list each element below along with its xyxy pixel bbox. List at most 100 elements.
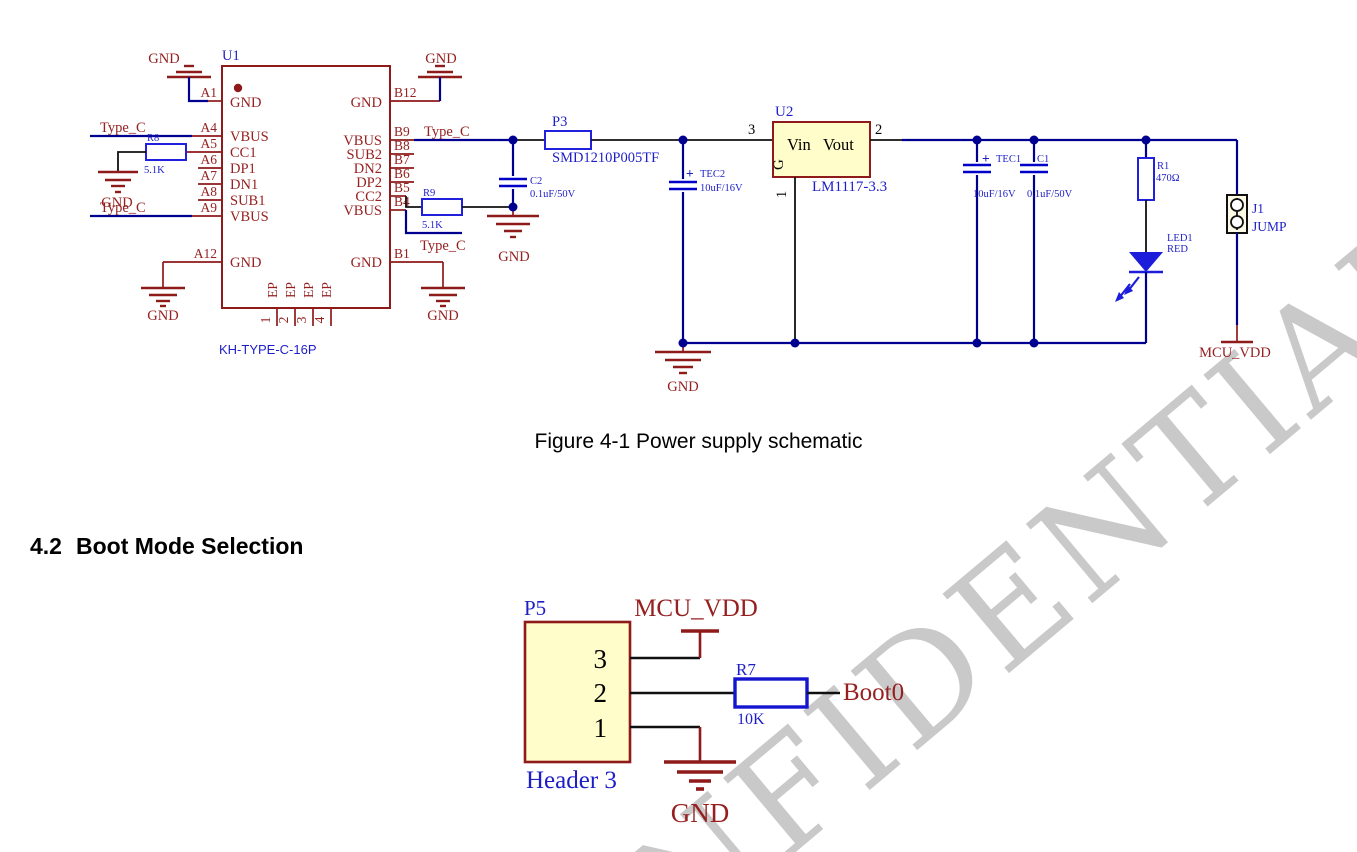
svg-text:GND: GND: [230, 255, 261, 271]
u1-right-pin-stubs: [390, 100, 443, 263]
gnd-power-port-b12: GND: [418, 51, 462, 101]
svg-text:5.1K: 5.1K: [144, 165, 165, 176]
svg-text:GND: GND: [425, 51, 456, 67]
svg-text:R1: R1: [1157, 161, 1169, 172]
gnd-power-port-a1: GND: [148, 51, 211, 103]
svg-text:B6: B6: [394, 166, 410, 181]
u1-right-pin-numbers: B12 B9 B8 B7 B6 B5 B4 B1: [394, 85, 417, 261]
svg-text:SUB1: SUB1: [230, 193, 265, 209]
u2-pin3-number: 3: [748, 122, 755, 138]
svg-text:P3: P3: [552, 114, 567, 130]
svg-text:Type_C: Type_C: [100, 120, 146, 136]
svg-text:3: 3: [594, 644, 608, 674]
svg-text:DN1: DN1: [230, 177, 258, 193]
svg-text:B9: B9: [394, 124, 410, 139]
junction-dots: [508, 135, 1151, 348]
type-c-net-b9: Type_C: [414, 124, 513, 142]
r9-resistor: R9 5.1K: [405, 188, 513, 231]
svg-text:1: 1: [258, 317, 273, 324]
svg-text:A8: A8: [201, 184, 218, 199]
svg-text:C1: C1: [1037, 154, 1049, 165]
svg-text:0.1uF/50V: 0.1uF/50V: [530, 189, 576, 200]
svg-text:5.1K: 5.1K: [422, 220, 443, 231]
u2-regulator: 3 U2 Vin Vout G LM1117-3.3 1 2: [748, 104, 902, 343]
svg-text:VBUS: VBUS: [343, 203, 382, 219]
svg-text:DP2: DP2: [356, 175, 382, 191]
svg-text:MCU_VDD: MCU_VDD: [1199, 345, 1271, 361]
svg-text:SMD1210P005TF: SMD1210P005TF: [552, 150, 659, 166]
u2-pin1-number: 1: [774, 191, 790, 198]
j1-pin-bottom: [1230, 215, 1244, 229]
boot-mcu-vdd-branch: MCU_VDD: [630, 595, 758, 660]
svg-text:CC2: CC2: [355, 189, 382, 205]
svg-text:4: 4: [312, 316, 327, 323]
svg-text:2: 2: [276, 317, 291, 324]
svg-text:GND: GND: [351, 95, 382, 111]
svg-text:GND: GND: [147, 308, 178, 324]
svg-text:EP: EP: [283, 282, 298, 298]
boot-gnd-branch: GND: [630, 725, 736, 828]
boot-mode-schematic: P5 3 2 1 Header 3 MCU_VDD R7 10K Boot0: [523, 595, 904, 828]
svg-text:R7: R7: [736, 660, 756, 679]
svg-text:GND: GND: [148, 51, 179, 67]
svg-text:VBUS: VBUS: [230, 209, 269, 225]
r7-resistor: R7 10K: [630, 660, 840, 728]
u1-left-pin-numbers: A1 A4 A5 A6 A7 A8 A9 A12: [194, 85, 217, 261]
svg-text:C2: C2: [530, 176, 542, 187]
u1-ep-pins: EP EP EP EP 1 2 3 4: [258, 282, 334, 326]
svg-text:GND: GND: [498, 249, 529, 265]
tec2-capacitor: + TEC2 10uF/16V: [669, 140, 743, 343]
svg-text:A1: A1: [201, 85, 218, 100]
svg-text:EP: EP: [301, 282, 316, 298]
u1-ref: U1: [222, 48, 240, 64]
gnd-earth-a12: GND: [141, 262, 185, 324]
u1-body: [221, 65, 391, 309]
svg-text:RED: RED: [1167, 244, 1188, 255]
u1-connector: U1 KH-TYPE-C-16P: [163, 48, 443, 357]
svg-text:Type_C: Type_C: [100, 200, 146, 216]
gnd-earth-rail: GND: [655, 343, 711, 395]
svg-text:A6: A6: [201, 152, 218, 167]
pin1-indicator-dot: [233, 83, 243, 93]
svg-text:DN2: DN2: [354, 161, 382, 177]
svg-text:EP: EP: [265, 282, 280, 298]
svg-text:GND: GND: [230, 95, 261, 111]
led-arrow-2: [1115, 292, 1124, 302]
gnd-earth-r8: GND: [98, 170, 138, 211]
u2-gnd-pin-label: G: [771, 159, 787, 170]
svg-text:CC1: CC1: [230, 145, 257, 161]
u2-pin2-number: 2: [875, 122, 882, 138]
figure-caption: Figure 4-1 Power supply schematic: [534, 430, 863, 453]
type-c-net-a4: Type_C: [90, 120, 192, 138]
svg-text:3: 3: [294, 316, 309, 323]
svg-text:J1: J1: [1252, 201, 1264, 216]
svg-text:A9: A9: [201, 200, 218, 215]
svg-text:0.1uF/50V: 0.1uF/50V: [1027, 189, 1073, 200]
type-c-net-b4: Type_C: [404, 210, 466, 254]
j1-jumper: J1 JUMP: [1226, 140, 1287, 325]
svg-text:470Ω: 470Ω: [1156, 173, 1180, 184]
tec1-plus-sign: +: [982, 151, 990, 166]
p5-ref: P5: [524, 596, 546, 620]
svg-text:JUMP: JUMP: [1252, 219, 1287, 234]
u1-part: KH-TYPE-C-16P: [219, 342, 317, 357]
section-number: 4.2: [30, 533, 62, 559]
u2-body: [772, 121, 871, 178]
svg-text:SUB2: SUB2: [347, 147, 382, 163]
svg-text:GND: GND: [101, 195, 132, 211]
svg-text:10uF/16V: 10uF/16V: [973, 189, 1016, 200]
svg-text:GND: GND: [671, 798, 730, 828]
svg-text:GND: GND: [667, 379, 698, 395]
u1-left-pin-stubs: [163, 100, 222, 263]
type-c-net-a9: Type_C: [90, 200, 192, 218]
boot0-net-label: Boot0: [843, 679, 904, 706]
u1-right-pin-names: GND VBUS SUB2 DN2 DP2 CC2 VBUS GND: [343, 95, 382, 271]
svg-text:MCU_VDD: MCU_VDD: [634, 595, 758, 622]
svg-text:LED1: LED1: [1167, 233, 1193, 244]
svg-text:2: 2: [594, 678, 608, 708]
p5-part: Header 3: [526, 767, 617, 794]
led1: LED1 RED: [1115, 233, 1193, 343]
led-arrow-1: [1124, 285, 1133, 295]
svg-text:B7: B7: [394, 152, 410, 167]
